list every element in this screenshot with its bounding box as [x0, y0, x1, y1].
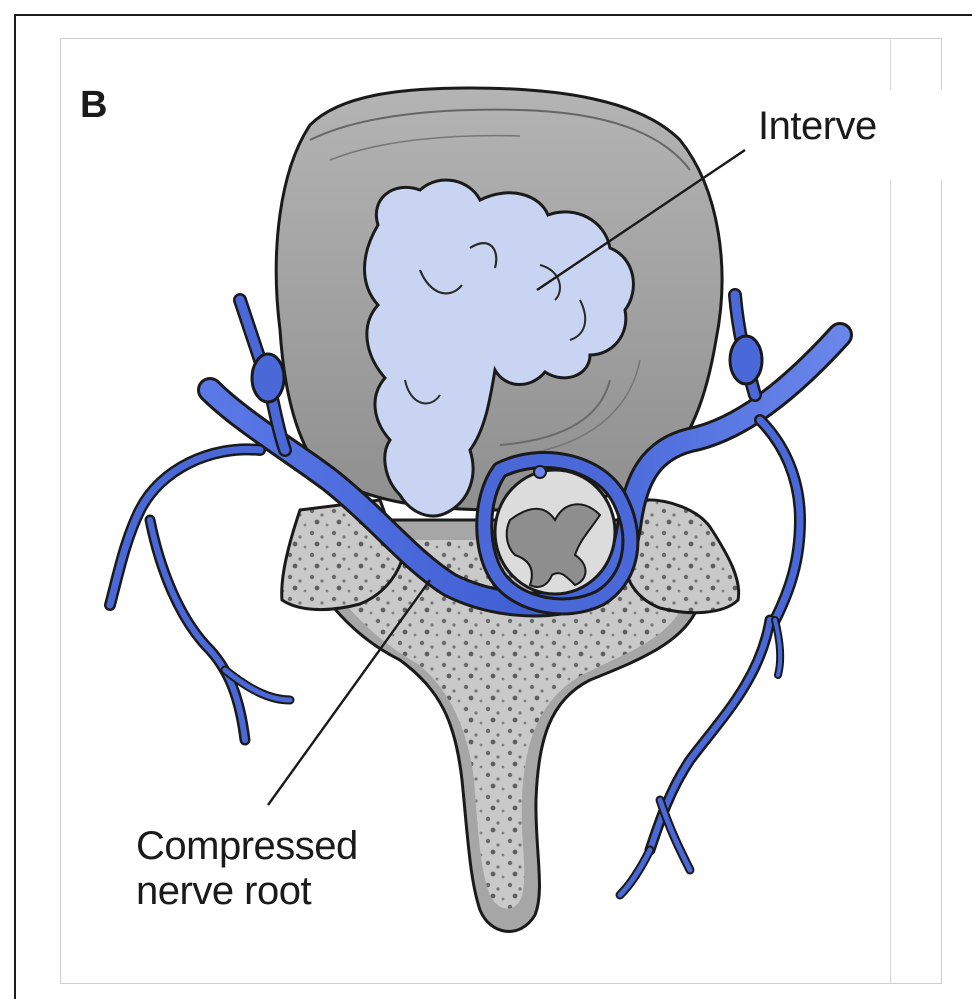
label-compressed-nerve-root: Compressed nerve root: [136, 824, 358, 914]
label-bottom-line2: nerve root: [136, 869, 358, 914]
label-bottom-line1: Compressed: [136, 824, 358, 869]
label-top-text: Interve: [758, 104, 877, 148]
panel-letter: B: [80, 86, 107, 124]
label-clip-mask: [890, 90, 970, 180]
label-intervertebral-disc: Interve: [758, 104, 890, 149]
